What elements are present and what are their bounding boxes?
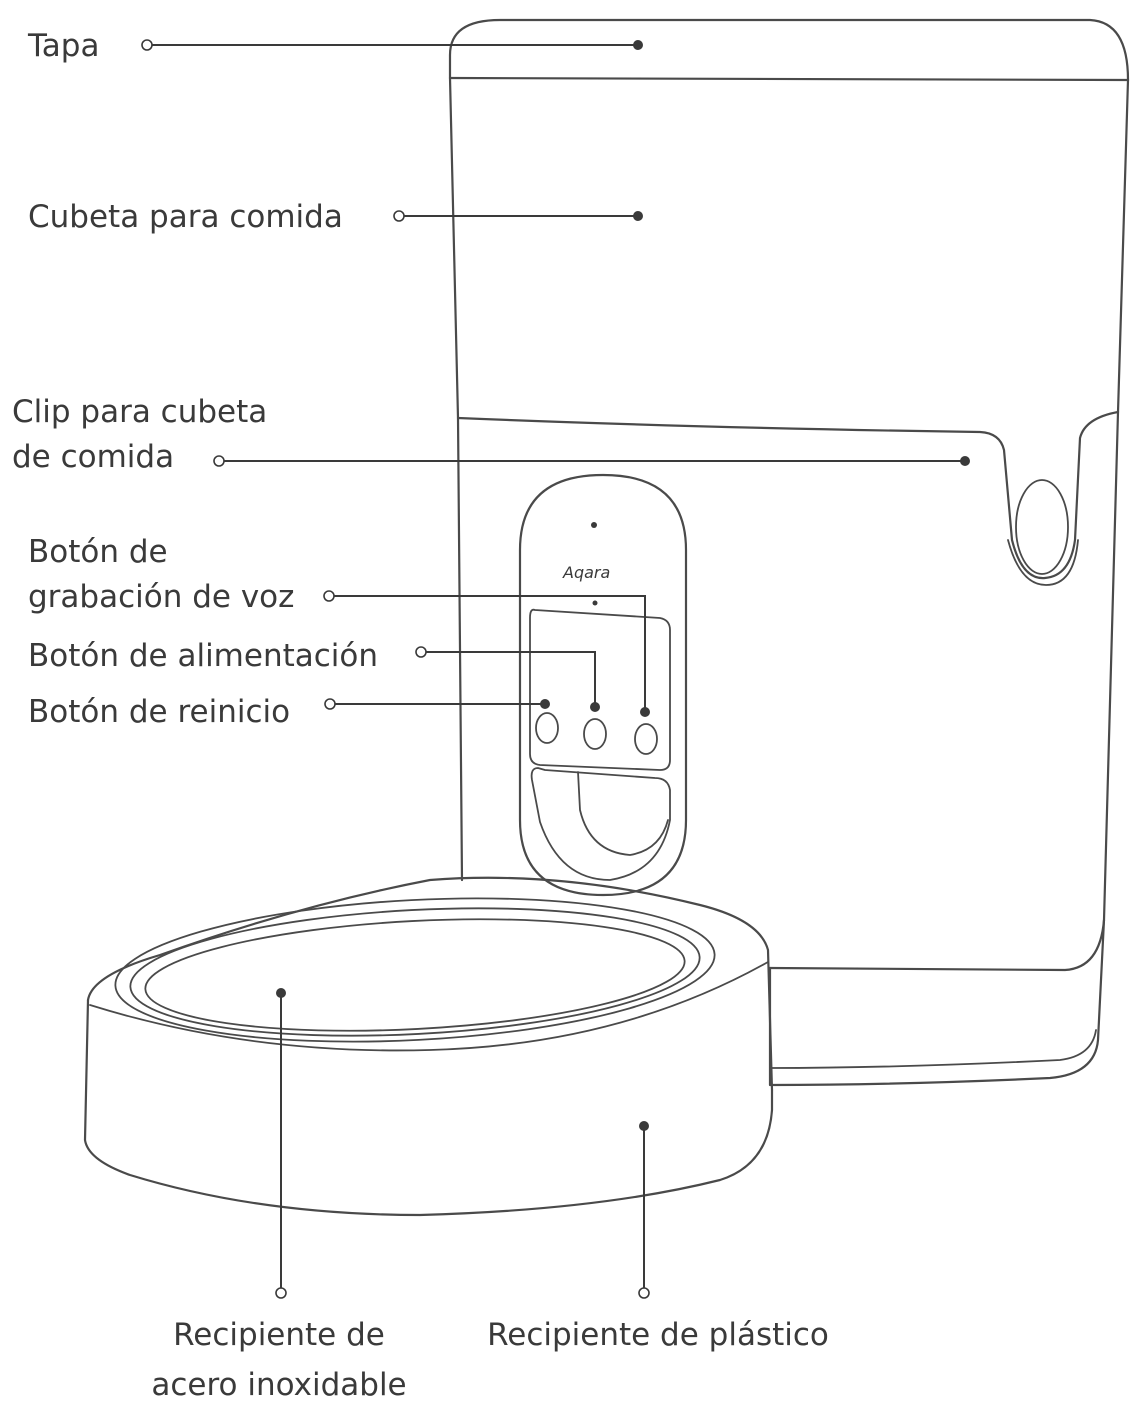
leader-clip-open-dot	[213, 455, 225, 467]
label-clip-line2: de comida	[12, 439, 174, 475]
feed-button-icon	[583, 718, 607, 750]
steel-bowl-outer	[114, 897, 716, 1043]
food-chute	[577, 771, 669, 856]
steel-bowl-middle	[129, 907, 701, 1037]
lid-outline	[448, 18, 1130, 82]
button-panel-outline	[529, 608, 671, 771]
leader-plastico-end-dot	[639, 1121, 649, 1131]
labels: Tapa Cubeta para comida Clip para cubeta…	[12, 28, 829, 1403]
lid-bottom-edge	[448, 76, 1130, 82]
label-acero-line2: acero inoxidable	[151, 1367, 406, 1403]
food-outlet-outline	[530, 767, 671, 881]
reset-button-icon	[535, 712, 559, 744]
leader-tapa-end-dot	[633, 40, 643, 50]
leader-acero-open-dot	[275, 1287, 287, 1299]
brand-logo: Aqara	[562, 563, 610, 582]
label-cubeta: Cubeta para comida	[28, 199, 343, 235]
label-clip-line1: Clip para cubeta	[12, 394, 267, 430]
feeder-illustration: Aqara	[83, 18, 1130, 1217]
label-grabacion-line1: Botón de	[28, 534, 168, 570]
base-foot	[768, 918, 1106, 1087]
label-alimentacion: Botón de alimentación	[28, 638, 378, 674]
base-foot-edge	[769, 1029, 1097, 1069]
leader-alimentacion	[421, 651, 596, 707]
leader-cubeta-open-dot	[393, 210, 405, 222]
clip-knob	[1015, 479, 1069, 575]
bowl-tray-rim	[89, 961, 769, 1052]
leader-clip-end-dot	[960, 456, 970, 466]
label-tapa: Tapa	[27, 28, 99, 64]
leader-lines	[141, 39, 970, 1299]
bowl-tray-front	[83, 998, 774, 1217]
leader-grabacion-end-dot	[640, 707, 650, 717]
bucket-outline	[448, 76, 1130, 420]
bucket-bottom-edge	[456, 410, 1120, 580]
label-acero-line1: Recipiente de	[173, 1317, 385, 1353]
leader-tapa-open-dot	[141, 39, 153, 51]
leader-reinicio-end-dot	[540, 699, 550, 709]
indicator-light	[591, 522, 597, 528]
record-button-icon	[634, 723, 658, 755]
label-plastico: Recipiente de plástico	[487, 1317, 829, 1353]
clip-inner-outline	[1007, 539, 1079, 586]
leader-cubeta-end-dot	[633, 211, 643, 221]
leader-alimentacion-open-dot	[415, 646, 427, 658]
panel-indicator	[592, 600, 598, 606]
leader-grabacion	[329, 595, 646, 712]
label-grabacion-line2: grabación de voz	[28, 579, 294, 615]
leader-reinicio-open-dot	[324, 698, 336, 710]
steel-bowl-inner	[144, 918, 686, 1032]
leader-alimentacion-end-dot	[590, 702, 600, 712]
leader-grabacion-open-dot	[323, 590, 335, 602]
control-panel-outline	[518, 473, 688, 897]
label-reinicio: Botón de reinicio	[28, 694, 290, 730]
bowl-tray-top	[86, 876, 774, 1092]
leader-acero-end-dot	[276, 988, 286, 998]
leader-plastico-open-dot	[638, 1287, 650, 1299]
